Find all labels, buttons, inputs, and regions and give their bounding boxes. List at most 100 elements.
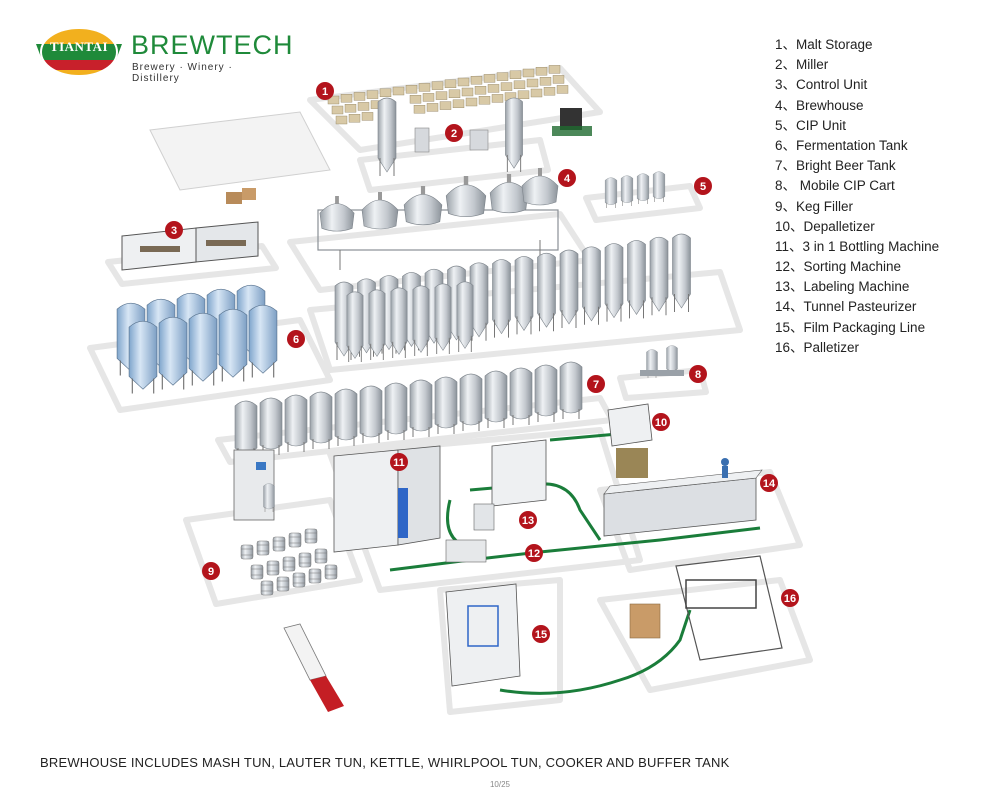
bright-beer-tank xyxy=(284,394,308,452)
malt-storage-pallets xyxy=(327,65,569,125)
keg xyxy=(292,572,306,588)
malt-sack xyxy=(431,81,444,90)
legend-item: 1、Malt Storage xyxy=(775,37,873,52)
malt-sack xyxy=(405,84,418,94)
fermentation-tank-blue xyxy=(248,304,278,378)
malt-sack xyxy=(509,70,522,80)
malt-sack xyxy=(422,93,435,102)
malt-sack xyxy=(331,105,344,115)
logo-brand-name: BREWTECH xyxy=(131,30,294,60)
fermentation-tank-blue xyxy=(158,316,188,390)
logo-tagline: Brewery · Winery · Distillery xyxy=(132,62,233,84)
malt-forklift xyxy=(552,108,592,136)
marker-7: 7 xyxy=(587,375,605,393)
operator-figure-icon xyxy=(721,458,729,466)
platform-film xyxy=(437,577,563,715)
fermentation-tank xyxy=(491,259,512,339)
malt-sack xyxy=(487,84,500,93)
marker-label: 15 xyxy=(535,629,547,641)
keg xyxy=(272,536,286,552)
legend-item: 8、 Mobile CIP Cart xyxy=(775,178,895,194)
legend-item: 14、Tunnel Pasteurizer xyxy=(775,299,917,315)
keg-filler-machine xyxy=(233,449,275,521)
mobile-cip-cart xyxy=(640,345,684,378)
malt-sack xyxy=(448,89,461,99)
keg xyxy=(256,540,270,556)
malt-sack xyxy=(465,97,478,107)
legend-item: 3、Control Unit xyxy=(775,77,868,93)
bright-beer-tank xyxy=(259,397,283,455)
marker-label: 7 xyxy=(593,379,599,391)
malt-sack xyxy=(517,90,530,100)
marker-11: 11 xyxy=(390,453,408,471)
marker-4: 4 xyxy=(558,169,576,187)
fermentation-tank-blue xyxy=(218,308,248,382)
fermentation-tanks-blue xyxy=(116,284,278,394)
malt-sack xyxy=(392,86,405,96)
marker-2: 2 xyxy=(445,124,463,142)
marker-label: 2 xyxy=(451,128,457,140)
bright-beer-tank xyxy=(334,388,358,446)
legend-item: 7、Bright Beer Tank xyxy=(775,158,896,174)
malt-sack xyxy=(348,113,361,123)
film-packaging-machine xyxy=(445,583,521,687)
marker-label: 12 xyxy=(528,548,540,560)
marker-label: 1 xyxy=(322,86,328,98)
tunnel-pasteurizer-machine xyxy=(603,458,763,537)
keg xyxy=(314,548,328,564)
bright-beer-tank xyxy=(484,370,508,428)
fermentation-tank xyxy=(559,249,579,329)
malt-sack xyxy=(379,88,392,98)
miller-silos xyxy=(377,97,524,176)
keg xyxy=(288,532,302,548)
empty-floor-area xyxy=(149,111,331,191)
marker-label: 5 xyxy=(700,181,706,193)
malt-sack xyxy=(461,87,474,97)
palletizer-frame xyxy=(629,555,783,661)
malt-sack xyxy=(335,115,348,125)
marker-8: 8 xyxy=(689,365,707,383)
marker-label: 8 xyxy=(695,369,701,381)
malt-sack xyxy=(552,75,565,84)
keg xyxy=(308,568,322,584)
bright-beer-tank xyxy=(459,373,483,431)
fermentation-tank xyxy=(671,233,692,313)
marker-3: 3 xyxy=(165,221,183,239)
keg xyxy=(324,564,338,580)
bright-beer-tank xyxy=(434,376,458,434)
fermentation-tank xyxy=(434,283,452,355)
logo-badge-icon xyxy=(36,27,122,77)
marker-label: 11 xyxy=(393,457,405,469)
malt-sack xyxy=(543,86,556,96)
legend-item: 5、CIP Unit xyxy=(775,117,847,133)
malt-sack xyxy=(556,85,569,94)
malt-sack xyxy=(409,94,422,104)
bright-beer-tank xyxy=(384,382,408,440)
figure-caption: BREWHOUSE INCLUDES MASH TUN, LAUTER TUN,… xyxy=(40,755,730,770)
malt-sack xyxy=(474,85,487,95)
platform-palletizer xyxy=(597,577,813,693)
keg xyxy=(240,544,254,560)
bright-beer-tank xyxy=(509,367,533,425)
bright-beer-tank xyxy=(559,361,583,419)
bright-beer-tank xyxy=(234,400,258,458)
malt-sack xyxy=(496,72,509,81)
legend-item: 15、Film Packaging Line xyxy=(775,319,926,335)
malt-sack xyxy=(357,102,370,111)
malt-sack xyxy=(535,66,548,76)
malt-sack xyxy=(344,103,357,113)
marker-14: 14 xyxy=(760,474,778,492)
keg xyxy=(276,576,290,592)
marker-label: 13 xyxy=(522,515,534,527)
malt-sack xyxy=(361,112,374,121)
bright-beer-tank xyxy=(359,385,383,443)
fermentation-tank xyxy=(346,291,364,363)
legend-item: 13、Labeling Machine xyxy=(775,279,910,295)
malt-sack xyxy=(439,101,452,110)
keg xyxy=(304,528,318,544)
marker-15: 15 xyxy=(532,625,550,643)
company-logo: TIANTAI BREWTECH Brewery · Winery · Dist… xyxy=(34,22,293,84)
malt-sack xyxy=(366,90,379,99)
marker-13: 13 xyxy=(519,511,537,529)
